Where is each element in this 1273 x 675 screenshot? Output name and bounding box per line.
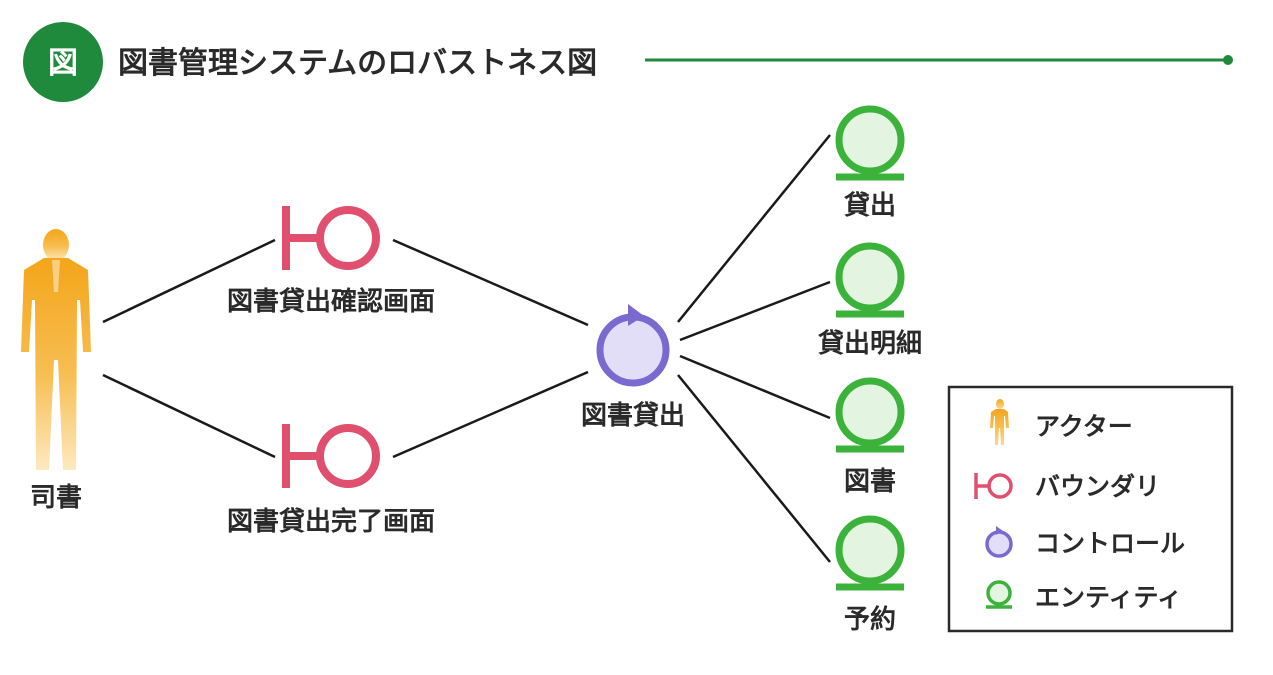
connector-control-reservation: [677, 374, 831, 563]
control-lending-label: 図書貸出: [581, 400, 685, 431]
connector-complete-control: [392, 370, 589, 459]
legend-item-boundary: バウンダリ: [974, 472, 1160, 501]
legend-label-boundary: バウンダリ: [1035, 472, 1160, 501]
control-icon: [985, 526, 1013, 558]
boundary-complete-label: 図書貸出完了画面: [227, 506, 435, 537]
actor-label: 司書: [30, 483, 82, 513]
header: 図 図書管理システムのロバストネス図: [23, 22, 1233, 102]
boundary-complete-node: 図書貸出完了画面: [227, 424, 435, 537]
entity-lending-label: 貸出: [843, 190, 896, 221]
boundary-icon: [282, 206, 380, 270]
control-icon: [596, 304, 670, 387]
boundary-confirm-node: 図書貸出確認画面: [227, 206, 435, 317]
boundary-confirm-label: 図書貸出確認画面: [227, 286, 435, 317]
legend-item-entity: エンティティ: [986, 580, 1182, 612]
entity-icon: [835, 105, 905, 181]
legend-item-control: コントロール: [985, 526, 1185, 558]
connector-confirm-control: [392, 238, 589, 327]
header-badge-label: 図: [48, 46, 78, 81]
actor-node: 司書: [21, 229, 91, 513]
connectors: [102, 134, 831, 563]
entity-lending-node: 貸出: [835, 105, 905, 221]
header-badge: [23, 22, 103, 102]
connector-actor-complete: [102, 373, 276, 459]
connector-control-book: [679, 354, 831, 420]
legend-item-actor: アクター: [990, 399, 1133, 445]
actor-person-icon: [990, 399, 1009, 445]
legend: アクター バウンダリ コントロール エンティティ: [947, 385, 1234, 633]
entity-icon: [835, 515, 905, 591]
entity-reservation-node: 予約: [835, 515, 905, 635]
connector-actor-confirm: [102, 238, 276, 324]
control-lending-node: 図書貸出: [581, 304, 685, 431]
entity-lending-detail-node: 貸出明細: [817, 242, 922, 359]
page-title: 図書管理システムのロバストネス図: [118, 46, 597, 81]
entity-book-node: 図書: [835, 377, 905, 497]
entity-icon: [835, 377, 905, 453]
legend-label-control: コントロール: [1035, 529, 1185, 558]
boundary-icon: [282, 424, 380, 488]
entity-reservation-label: 予約: [844, 604, 896, 635]
boundary-icon: [974, 473, 1013, 499]
header-rule-end-dot: [1223, 55, 1233, 65]
actor-person-icon: [21, 229, 91, 470]
entity-icon: [835, 242, 905, 318]
connector-control-lending-detail: [679, 280, 831, 342]
legend-label-entity: エンティティ: [1035, 583, 1182, 612]
entity-lending-detail-label: 貸出明細: [817, 328, 922, 359]
entity-book-label: 図書: [844, 467, 896, 497]
entity-icon: [986, 580, 1012, 609]
legend-label-actor: アクター: [1035, 412, 1133, 441]
connector-control-lending: [677, 134, 831, 323]
